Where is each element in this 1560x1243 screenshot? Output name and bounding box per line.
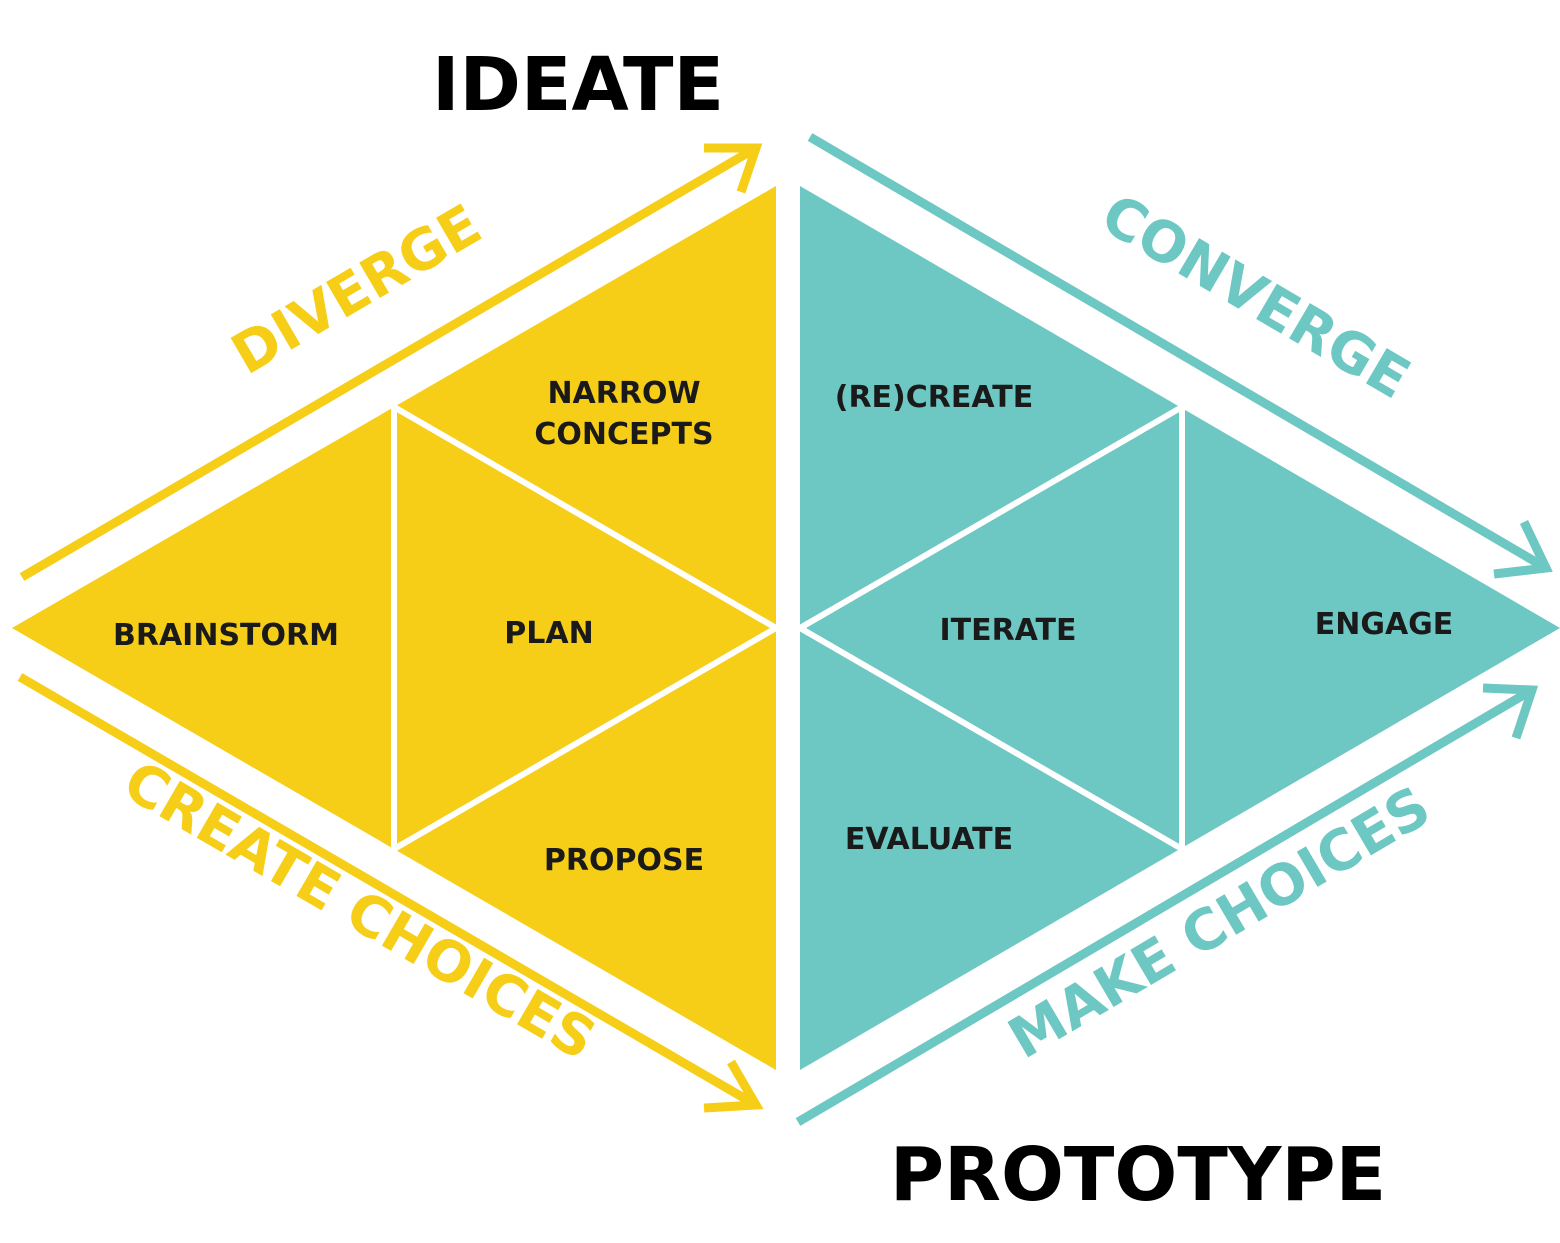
create-choices-arrow [17,673,764,1113]
step-brainstorm: BRAINSTORM [113,618,339,653]
create-choices-arrow-head [703,1059,764,1113]
prototype-heading: PROTOTYPE [890,1132,1386,1218]
converge-arrow-shaft [807,133,1549,572]
step-recreate: (RE)CREATE [835,380,1033,415]
prototype-half [797,186,1560,1070]
make-choices-arrow-head [1482,683,1539,740]
diverge-arrow [19,143,763,581]
step-propose: PROPOSE [544,843,704,878]
ideate-divider-lower-diagonal [391,625,779,852]
make-choices-arrow [795,683,1539,1126]
converge-arrow [807,133,1553,579]
diverge-label: DIVERGE [221,192,492,388]
prototype-divider-lower-diagonal [797,625,1185,852]
ideate-heading: IDEATE [432,42,724,128]
ideate-divider-upper-diagonal [391,404,779,631]
step-narrow-concepts-line1: NARROW [547,376,700,411]
ideate-half [12,186,779,1070]
diverge-arrow-head [704,143,763,194]
prototype-divider-upper-diagonal [797,404,1185,631]
step-engage: ENGAGE [1315,607,1454,642]
diverge-arrow-shaft [19,144,759,581]
prototype-dividers [797,404,1185,852]
make-choices-arrow-shaft [795,686,1535,1126]
converge-arrow-head [1493,520,1553,579]
step-plan: PLAN [504,616,593,651]
create-choices-arrow-shaft [17,673,759,1109]
step-iterate: ITERATE [939,613,1076,648]
step-narrow-concepts-line2: CONCEPTS [534,417,713,452]
step-evaluate: EVALUATE [845,822,1013,857]
converge-label: CONVERGE [1090,182,1420,412]
ideate-dividers [391,404,779,852]
